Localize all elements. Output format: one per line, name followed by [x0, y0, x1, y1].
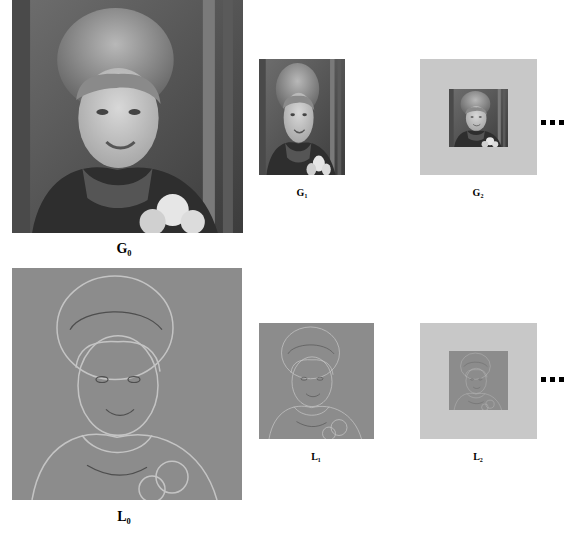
level-label: L₀ — [117, 510, 131, 524]
level-label: L₁ — [311, 452, 321, 462]
level-label: L₂ — [473, 452, 483, 462]
level-label: G₂ — [473, 188, 484, 198]
level-label: G₀ — [116, 242, 131, 256]
level-label: G₁ — [297, 188, 308, 198]
